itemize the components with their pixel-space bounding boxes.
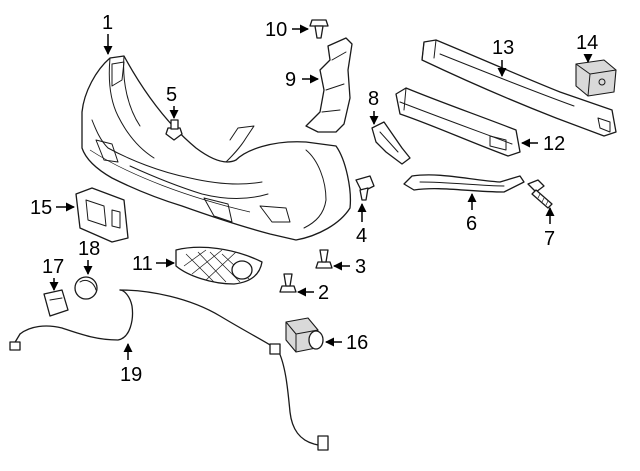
svg-text:15: 15 [30, 197, 52, 219]
part-17-sensor-bracket [43, 289, 69, 317]
callout-7: 7 [544, 207, 555, 250]
svg-text:19: 19 [120, 364, 142, 386]
callout-14: 14 [576, 32, 598, 63]
part-19-wiring-harness [9, 289, 329, 451]
svg-text:1: 1 [102, 12, 113, 34]
part-10-screw [309, 19, 329, 39]
part-7-bolt [527, 179, 553, 209]
part-18-parking-sensor [74, 276, 98, 300]
callout-11: 11 [132, 253, 175, 275]
part-5-clip [165, 119, 183, 141]
callout-10: 10 [265, 19, 309, 41]
svg-text:4: 4 [356, 225, 367, 247]
part-9-upper-bracket [305, 37, 353, 133]
callout-17: 17 [42, 256, 64, 291]
callout-15: 15 [30, 197, 75, 219]
part-15-license-bracket [75, 187, 129, 243]
part-11-fog-grille [175, 246, 263, 285]
callout-3: 3 [333, 256, 366, 278]
svg-text:5: 5 [166, 84, 177, 106]
callout-12: 12 [521, 133, 565, 155]
svg-text:13: 13 [492, 37, 514, 59]
svg-text:7: 7 [544, 228, 555, 250]
svg-text:6: 6 [466, 213, 477, 235]
svg-text:2: 2 [318, 282, 329, 304]
svg-text:10: 10 [265, 19, 287, 41]
svg-text:9: 9 [285, 69, 296, 91]
svg-text:14: 14 [576, 32, 598, 54]
part-4-clip [355, 175, 375, 201]
part-6-lower-support [403, 174, 525, 193]
part-1-bumper-cover [81, 55, 352, 241]
callout-16: 16 [325, 332, 368, 354]
callout-13: 13 [492, 37, 514, 77]
part-3-clip [315, 249, 333, 269]
svg-text:12: 12 [543, 133, 565, 155]
part-14-absorber [575, 59, 617, 97]
part-12-lower-reinforcement [395, 87, 521, 157]
callout-19: 19 [120, 343, 142, 386]
svg-text:11: 11 [132, 253, 153, 275]
part-2-clip [279, 273, 297, 293]
callout-8: 8 [368, 88, 379, 125]
callout-1: 1 [102, 12, 113, 55]
callout-4: 4 [356, 203, 367, 247]
part-8-side-bracket [371, 121, 411, 165]
callout-9: 9 [285, 69, 319, 91]
svg-text:17: 17 [42, 256, 64, 278]
callout-6: 6 [466, 193, 477, 235]
part-16-camera [285, 317, 324, 353]
part-13-reinforcement-beam [421, 39, 617, 137]
callout-2: 2 [297, 282, 329, 304]
svg-text:16: 16 [346, 332, 368, 354]
callout-18: 18 [78, 238, 100, 275]
callout-5: 5 [166, 84, 179, 119]
svg-text:8: 8 [368, 88, 379, 110]
svg-text:3: 3 [355, 256, 366, 278]
svg-text:18: 18 [78, 238, 100, 260]
